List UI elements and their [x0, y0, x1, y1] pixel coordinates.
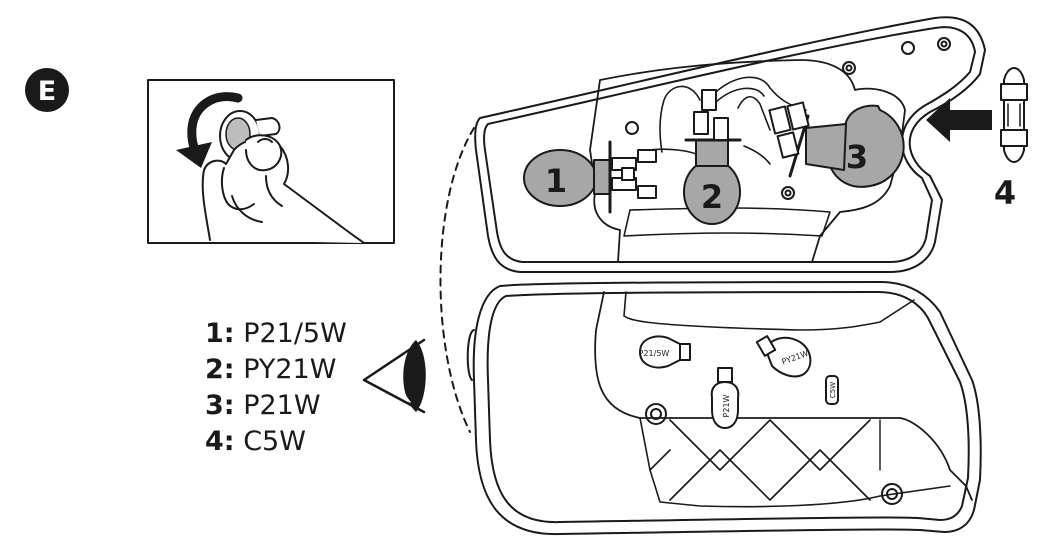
legend-row-3: 3: P21W [205, 388, 347, 424]
legend-key: 2: [205, 354, 235, 385]
bulb-2-number: 2 [701, 178, 723, 216]
spare-bulb-p21-5w: P21/5W [639, 335, 691, 369]
spare-bulb-label-1: P21/5W [639, 349, 670, 358]
inset-hand-illustration [147, 79, 395, 244]
legend-value: P21W [243, 390, 321, 421]
bulb-legend: 1: P21/5W 2: PY21W 3: P21W 4: C5W [205, 316, 347, 460]
legend-value: PY21W [243, 354, 337, 385]
step-label: E [38, 76, 56, 107]
spare-bulb-label-4: C5W [829, 382, 837, 398]
bulb-3: 3 [768, 101, 905, 188]
bulb-3-number: 3 [846, 138, 868, 176]
lamp-housing-upper [474, 16, 986, 273]
step-badge: E [25, 68, 69, 112]
legend-key: 3: [205, 390, 235, 421]
lamp-housing-lower [466, 281, 982, 536]
spare-bulb-label-3: P21W [722, 394, 731, 417]
eye-icon [403, 340, 426, 412]
spare-bulb-p21w: P21W [710, 367, 740, 429]
legend-row-1: 1: P21/5W [205, 316, 347, 352]
bulb-2: 2 [683, 89, 742, 225]
bulb-1-number: 1 [545, 162, 567, 200]
spare-bulb-py21w: PY21W [755, 335, 812, 378]
view-indicator [362, 127, 475, 433]
bulb-4-number: 4 [994, 174, 1016, 212]
insert-arrow [926, 98, 992, 142]
legend-row-2: 2: PY21W [205, 352, 347, 388]
bulb-4: 4 [994, 67, 1028, 212]
legend-row-4: 4: C5W [205, 424, 347, 460]
spare-bulb-c5w: C5W [825, 375, 839, 405]
legend-value: C5W [243, 426, 306, 457]
legend-value: P21/5W [243, 318, 347, 349]
legend-key: 4: [205, 426, 235, 457]
bulb-1: 1 [523, 140, 657, 214]
legend-key: 1: [205, 318, 235, 349]
